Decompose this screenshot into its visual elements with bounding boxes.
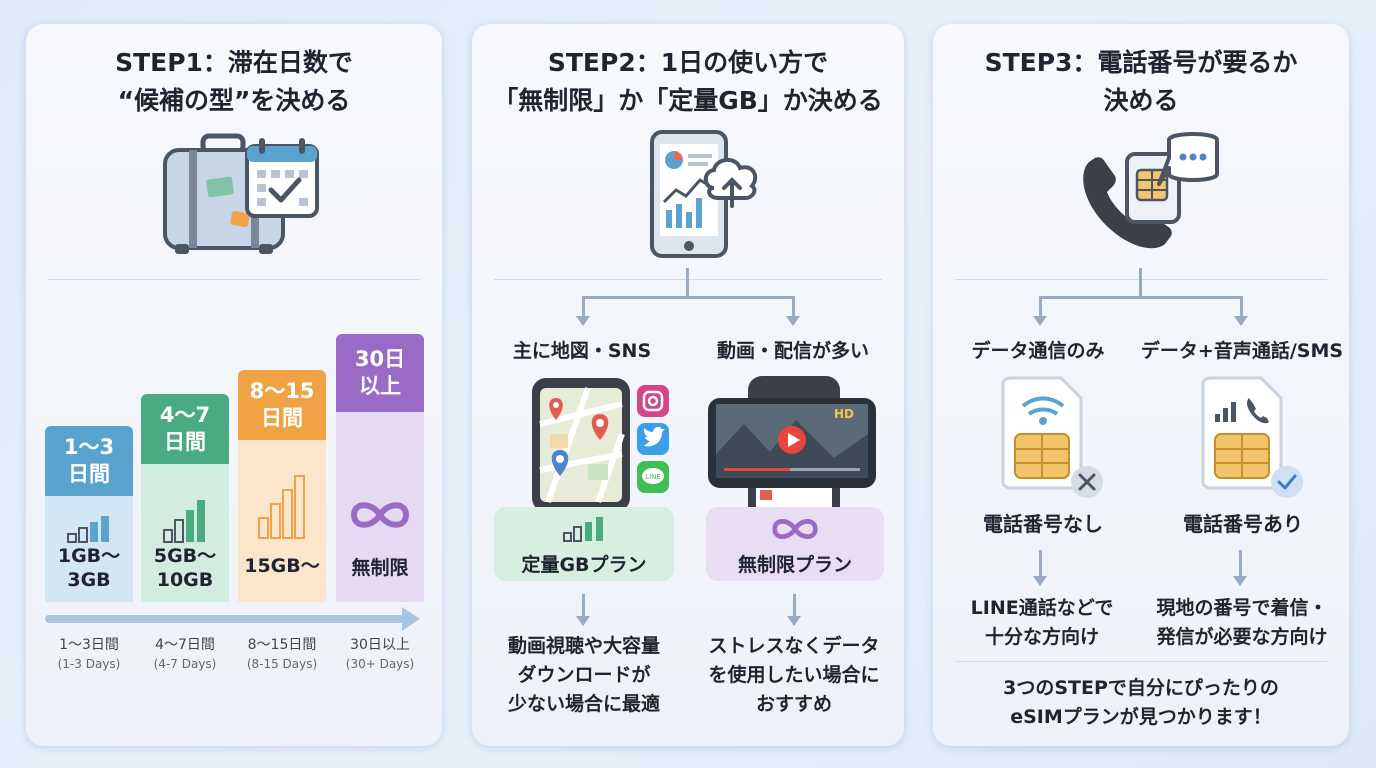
column-4-capacity: 無制限 [351, 557, 409, 579]
branch-label-data-voice-sms: データ+音声通話/SMS [1140, 340, 1344, 362]
step3-title: STEP3：電話番号が要るか 決める [984, 48, 1298, 115]
down-arrow-icon [786, 316, 800, 326]
down-arrow-icon [576, 316, 590, 326]
down-arrow-icon [576, 616, 590, 626]
branch-label-maps-sns: 主に地図・SNS [512, 340, 652, 362]
suitcase-calendar-icon [163, 133, 319, 254]
sns-icons: LINE [637, 385, 669, 493]
column-2-header: 4〜7 日間 [141, 394, 229, 464]
column-3-header: 8〜15 日間 [238, 370, 326, 440]
column-2-body: 5GB〜 10GB [141, 464, 229, 602]
fixed-gb-plan-label: 定量GBプラン [521, 554, 647, 576]
column-3-capacity: 15GB〜 [244, 555, 320, 577]
video-phone-icon: HD [708, 376, 876, 526]
svg-text:LINE: LINE [645, 473, 661, 481]
voice-sim-icon [1201, 376, 1303, 498]
phone-cloud-upload-icon [650, 130, 758, 258]
x-label-3: 8〜15日間(8-15 Days) [246, 637, 318, 671]
column-3-body: 15GB〜 [238, 440, 326, 602]
step2-card: STEP2：1日の使い方で 「無制限」か「定量GB」か決める 主に地図・SNS … [472, 24, 904, 746]
signal-bars-icon [163, 500, 205, 543]
no-phone-number-label: 電話番号なし [983, 512, 1103, 536]
branch-label-data-only: データ通信のみ [971, 340, 1105, 362]
down-arrow-icon [1233, 576, 1247, 586]
step1-divider [48, 279, 420, 280]
signal-bars-icon [563, 517, 603, 542]
no-phone-number-description: LINE通話などで十分な方向け [970, 597, 1114, 648]
step1-card: STEP1：滞在日数で “候補の型”を決める 1〜3 日間 [26, 24, 442, 746]
column-4-body: 無制限 [336, 412, 424, 602]
timeline-arrow-icon [402, 607, 420, 631]
unlimited-plan-box: 無制限プラン [706, 507, 884, 581]
x-label-4: 30日以上(30+ Days) [345, 637, 415, 671]
x-label-1: 1〜3日間(1-3 Days) [57, 637, 121, 671]
signal-bars-icon [67, 516, 109, 543]
unlimited-plan-label: 無制限プラン [737, 554, 852, 576]
x-label-2: 4〜7日間(4-7 Days) [153, 637, 217, 671]
fixed-gb-plan-box: 定量GBプラン [494, 507, 674, 581]
step3-card: STEP3：電話番号が要るか 決める データ通信のみ データ+音声通話/SMS [933, 24, 1349, 746]
branch-label-video-streaming: 動画・配信が多い [716, 340, 869, 362]
data-sim-icon [1001, 376, 1103, 498]
down-arrow-icon [1033, 316, 1047, 326]
phone-sim-chat-icon [1083, 132, 1219, 249]
step2-title: STEP2：1日の使い方で 「無制限」か「定量GB」か決める [493, 48, 883, 115]
down-arrow-icon [1033, 576, 1047, 586]
column-4-header: 30日 以上 [336, 334, 424, 412]
signal-bars-icon [258, 475, 305, 539]
down-arrow-icon [1234, 316, 1248, 326]
step1-title: STEP1：滞在日数で “候補の型”を決める [115, 48, 353, 115]
timeline-axis [45, 615, 405, 623]
with-phone-number-label: 電話番号あり [1183, 512, 1303, 536]
fixed-gb-plan-description: 動画視聴や大容量ダウンロードが少ない場合に最適 [507, 635, 660, 715]
column-2-capacity: 5GB〜 10GB [153, 545, 217, 591]
hd-badge: HD [834, 407, 854, 421]
step3-footer-divider [955, 661, 1327, 662]
infinity-icon [772, 519, 818, 539]
with-phone-number-description: 現地の番号で着信・発信が必要な方向け [1156, 597, 1328, 648]
column-1-header: 1〜3 日間 [45, 426, 133, 496]
unlimited-plan-description: ストレスなくデータを使用したい場合におすすめ [708, 635, 880, 715]
map-phone-icon [532, 378, 630, 512]
column-1-capacity: 1GB〜 3GB [57, 545, 121, 591]
column-1-body: 1GB〜 3GB [45, 496, 133, 602]
down-arrow-icon [787, 616, 801, 626]
infinity-icon [350, 502, 410, 528]
